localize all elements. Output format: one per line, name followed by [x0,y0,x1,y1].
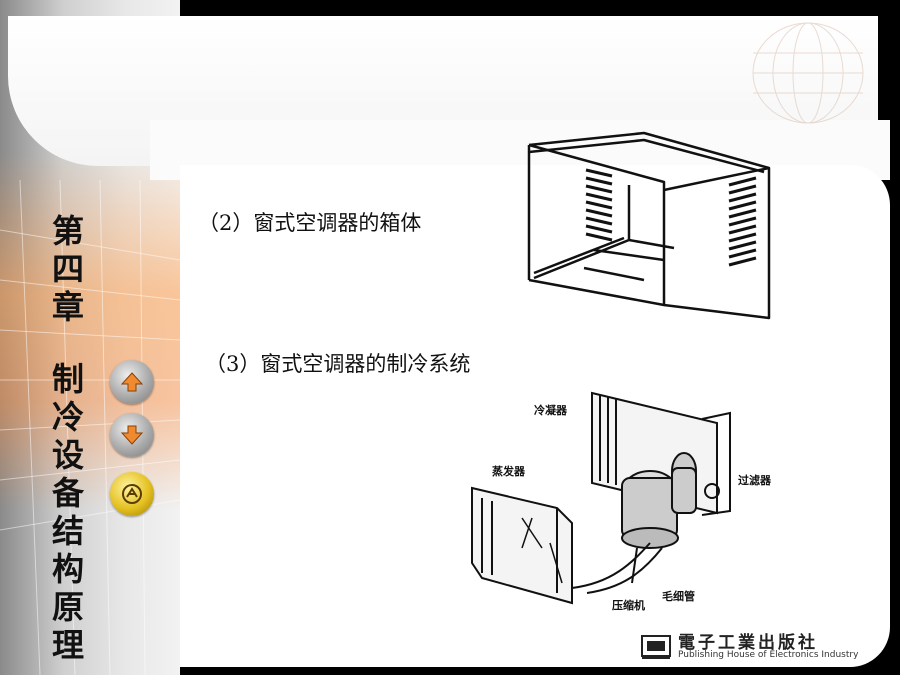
chapter-title-char: 构 [51,550,84,588]
chapter-title-char: 原 [51,588,84,626]
chapter-title-char: 设 [51,436,84,474]
publisher-logo-block: 電子工業出版社 Publishing House of Electronics … [640,630,860,666]
chapter-title-char: 四 [51,250,84,288]
heading-window-ac-refrigeration-system: （3）窗式空调器的制冷系统 [205,352,471,376]
chapter-title-char: 冷 [51,398,84,436]
chapter-title-char: 备 [51,474,84,512]
globe-decoration [752,22,864,124]
chapter-title-char: 制 [51,360,84,398]
refrigeration-system-illustration [471,391,731,605]
sidebar-orange-glow [0,150,180,510]
label-condenser: 冷凝器 [534,404,567,417]
down-arrow-icon [121,425,143,445]
next-slide-button[interactable] [110,413,154,457]
up-arrow-icon [121,372,143,392]
home-icon [122,484,142,504]
heading-window-ac-cabinet: （2）窗式空调器的箱体 [198,211,422,235]
label-filter: 过滤器 [738,474,771,487]
chapter-title-gap [45,326,91,360]
publisher-name-chinese: 電子工業出版社 [678,633,818,653]
chapter-title: 第 四 章 制 冷 设 备 结 构 原 理 [45,212,91,664]
home-button[interactable] [110,472,154,516]
chapter-title-char: 章 [51,288,84,326]
chapter-title-char: 结 [51,512,84,550]
publisher-name-english: Publishing House of Electronics Industry [678,650,859,660]
chapter-title-char: 理 [51,626,84,664]
label-capillary-tube: 毛细管 [662,590,695,603]
publisher-logo-icon [641,635,671,659]
chapter-title-char: 第 [51,212,84,250]
previous-slide-button[interactable] [110,360,154,404]
label-evaporator: 蒸发器 [492,465,525,478]
label-compressor: 压缩机 [612,599,645,612]
ac-cabinet-illustration [527,131,771,320]
